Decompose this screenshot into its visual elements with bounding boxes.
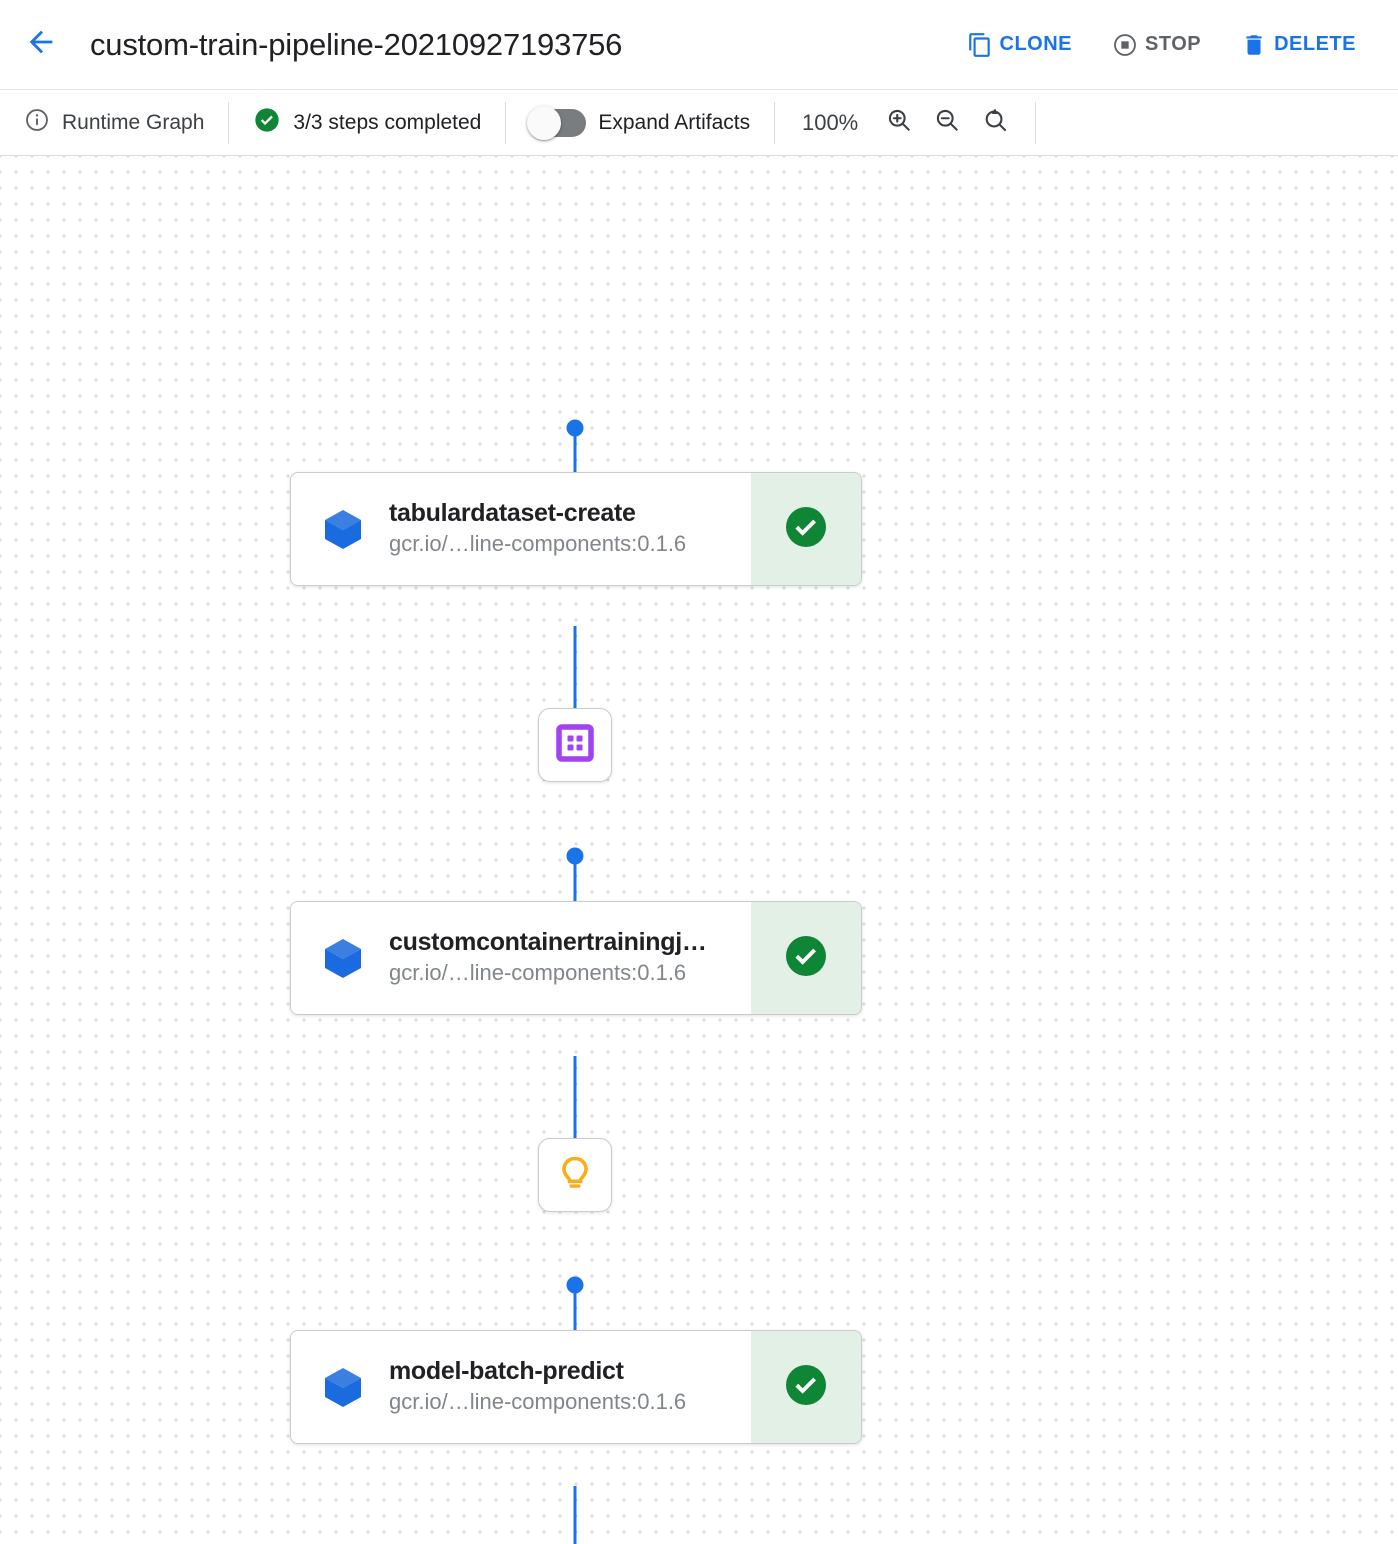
toggle-knob [527, 105, 562, 140]
page-header: custom-train-pipeline-20210927193756 CLO… [0, 0, 1398, 90]
arrow-left-icon [24, 25, 58, 64]
pipeline-node-customcontainertrainingjob[interactable]: customcontainertrainingj… gcr.io/…line-c… [290, 901, 862, 1015]
header-actions: CLONE STOP DELETE [947, 22, 1377, 68]
node-title: model-batch-predict [389, 1356, 624, 1385]
node-text: model-batch-predict gcr.io/…line-compone… [389, 1357, 686, 1417]
check-circle-icon [253, 106, 281, 139]
node-status-badge [751, 902, 861, 1014]
trash-icon [1241, 32, 1267, 58]
lightbulb-icon [555, 1153, 595, 1198]
node-body: customcontainertrainingj… gcr.io/…line-c… [291, 902, 751, 1014]
runtime-graph-label: Runtime Graph [62, 110, 205, 134]
info-icon [24, 107, 50, 138]
clone-button-label: CLONE [999, 33, 1072, 55]
node-text: customcontainertrainingj… gcr.io/…line-c… [389, 928, 707, 988]
check-circle-icon [782, 503, 830, 556]
stop-button[interactable]: STOP [1092, 22, 1221, 68]
steps-status-label: 3/3 steps completed [293, 110, 482, 134]
pipeline-node-model-batch-predict[interactable]: model-batch-predict gcr.io/…line-compone… [290, 1330, 862, 1444]
zoom-out-button[interactable] [923, 99, 971, 147]
toolbar-divider [774, 101, 776, 144]
back-button[interactable] [18, 22, 64, 68]
dataset-icon [555, 723, 595, 768]
cube-icon [319, 934, 367, 982]
zoom-out-icon [933, 106, 961, 139]
zoom-in-button[interactable] [875, 99, 923, 147]
graph-toolbar: Runtime Graph 3/3 steps completed Expand… [0, 90, 1398, 156]
page-title: custom-train-pipeline-20210927193756 [90, 26, 623, 62]
node-subtitle: gcr.io/…line-components:0.1.6 [389, 1389, 687, 1415]
delete-button-label: DELETE [1274, 33, 1356, 55]
node-title: tabulardataset-create [389, 498, 636, 527]
zoom-reset-icon [981, 106, 1009, 139]
artifact-node-model-artifact[interactable] [538, 1138, 612, 1212]
toolbar-divider [1035, 101, 1037, 144]
edge-dot [566, 847, 584, 865]
graph-edge [573, 1056, 577, 1178]
edge-dot [566, 419, 584, 437]
clone-button[interactable]: CLONE [947, 22, 1093, 68]
stop-circle-icon [1112, 32, 1138, 58]
check-circle-icon [782, 932, 830, 985]
toolbar-divider [505, 101, 507, 144]
toolbar-divider [228, 101, 230, 144]
node-body: tabulardataset-create gcr.io/…line-compo… [291, 473, 751, 585]
stop-button-label: STOP [1145, 33, 1202, 55]
steps-status: 3/3 steps completed [229, 90, 505, 155]
zoom-reset-button[interactable] [971, 99, 1019, 147]
delete-button[interactable]: DELETE [1221, 22, 1376, 68]
node-body: model-batch-predict gcr.io/…line-compone… [291, 1331, 751, 1443]
node-subtitle: gcr.io/…line-components:0.1.6 [389, 960, 687, 986]
check-circle-icon [782, 1361, 830, 1414]
cube-icon [319, 505, 367, 553]
node-subtitle: gcr.io/…line-components:0.1.6 [389, 531, 687, 557]
pipeline-node-tabulardataset-create[interactable]: tabulardataset-create gcr.io/…line-compo… [290, 472, 862, 586]
zoom-level-label: 100% [801, 109, 859, 135]
artifact-node-dataset-artifact[interactable] [538, 708, 612, 782]
edge-dot [566, 1276, 584, 1294]
zoom-controls: 100% [775, 90, 1035, 155]
node-text: tabulardataset-create gcr.io/…line-compo… [389, 499, 686, 559]
graph-edge [573, 626, 577, 748]
cube-icon [319, 1363, 367, 1411]
node-status-badge [751, 1331, 861, 1443]
graph-edge [573, 1486, 577, 1544]
expand-artifacts-label: Expand Artifacts [598, 110, 751, 134]
expand-artifacts-toggle[interactable] [527, 105, 587, 140]
node-title: customcontainertrainingj… [389, 927, 707, 956]
expand-artifacts-group: Expand Artifacts [506, 90, 774, 155]
node-status-badge [751, 473, 861, 585]
pipeline-graph-canvas[interactable]: tabulardataset-create gcr.io/…line-compo… [0, 156, 1398, 1544]
runtime-graph-item[interactable]: Runtime Graph [18, 90, 228, 155]
copy-icon [967, 32, 993, 58]
zoom-in-icon [885, 106, 913, 139]
